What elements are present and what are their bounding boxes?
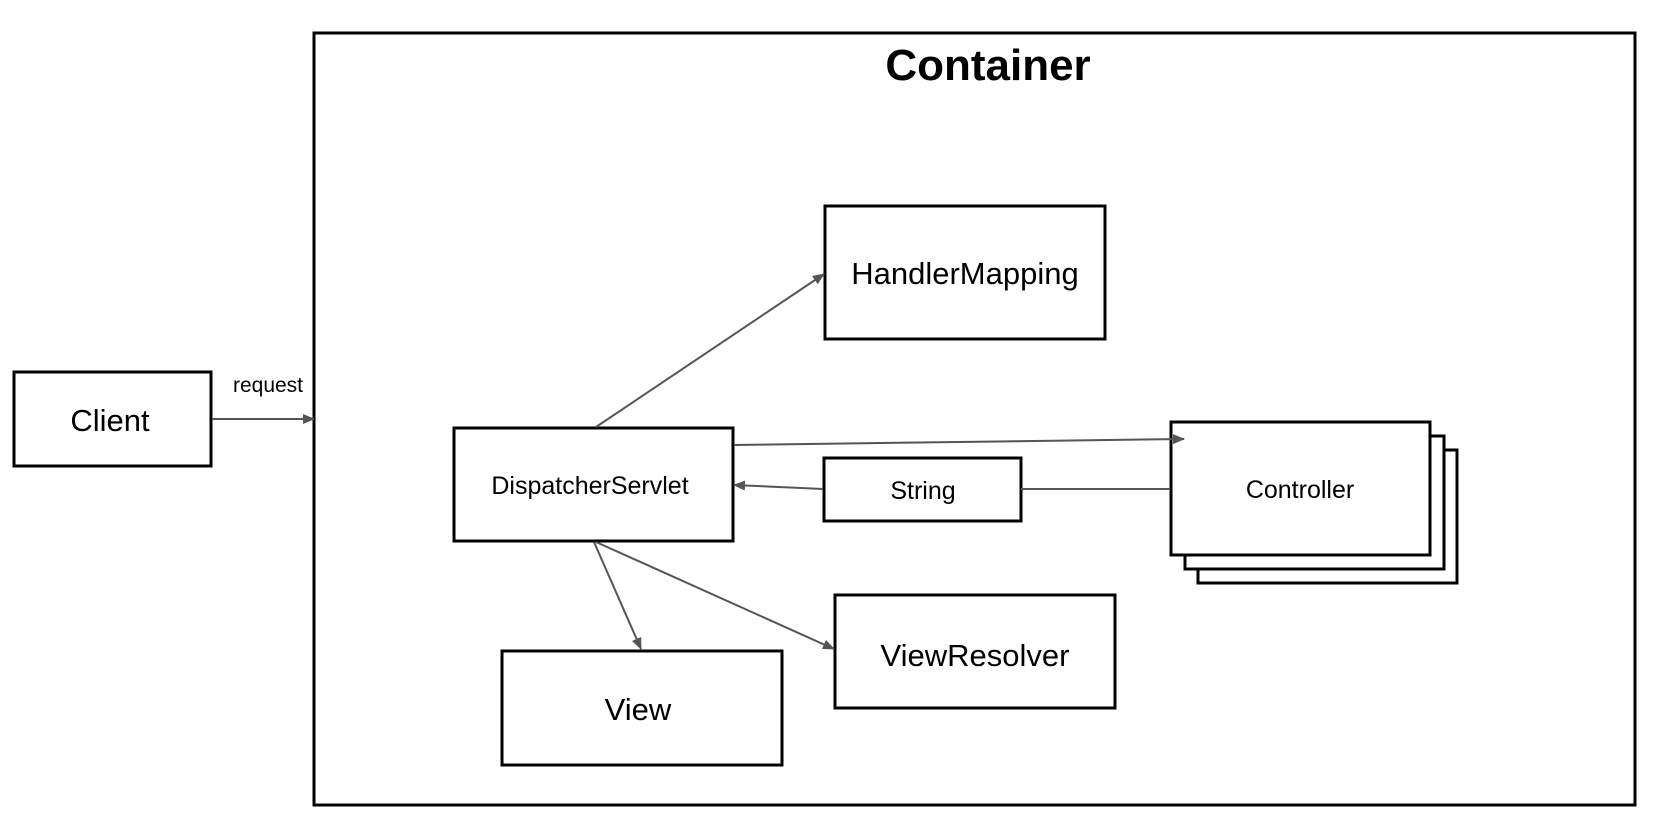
handler-mapping-node: HandlerMapping bbox=[823, 204, 1107, 341]
dispatcher-servlet-label: DispatcherServlet bbox=[491, 472, 688, 500]
edge-dispatcher-to-handler-mapping bbox=[595, 273, 825, 428]
edge-string-to-dispatcher bbox=[733, 480, 824, 491]
dispatcher-servlet-node: DispatcherServlet bbox=[452, 426, 735, 543]
container-box: Container bbox=[312, 31, 1637, 807]
string-label: String bbox=[890, 477, 955, 505]
client-node: Client bbox=[12, 370, 213, 468]
string-node: String bbox=[822, 456, 1023, 523]
request-edge: request bbox=[212, 374, 315, 424]
container-title: Container bbox=[885, 41, 1090, 90]
view-label: View bbox=[605, 692, 672, 727]
view-resolver-node: ViewResolver bbox=[833, 593, 1117, 710]
edge-dispatcher-to-view-resolver bbox=[595, 541, 835, 650]
view-node: View bbox=[500, 649, 784, 767]
edge-dispatcher-to-view bbox=[593, 541, 642, 650]
controller-label: Controller bbox=[1246, 476, 1354, 504]
client-label: Client bbox=[70, 403, 150, 438]
handler-mapping-label: HandlerMapping bbox=[851, 256, 1078, 291]
request-label: request bbox=[233, 374, 303, 397]
edge-dispatcher-to-controller bbox=[733, 434, 1185, 446]
view-resolver-label: ViewResolver bbox=[881, 638, 1070, 673]
controller-node: Controller bbox=[1169, 420, 1459, 585]
